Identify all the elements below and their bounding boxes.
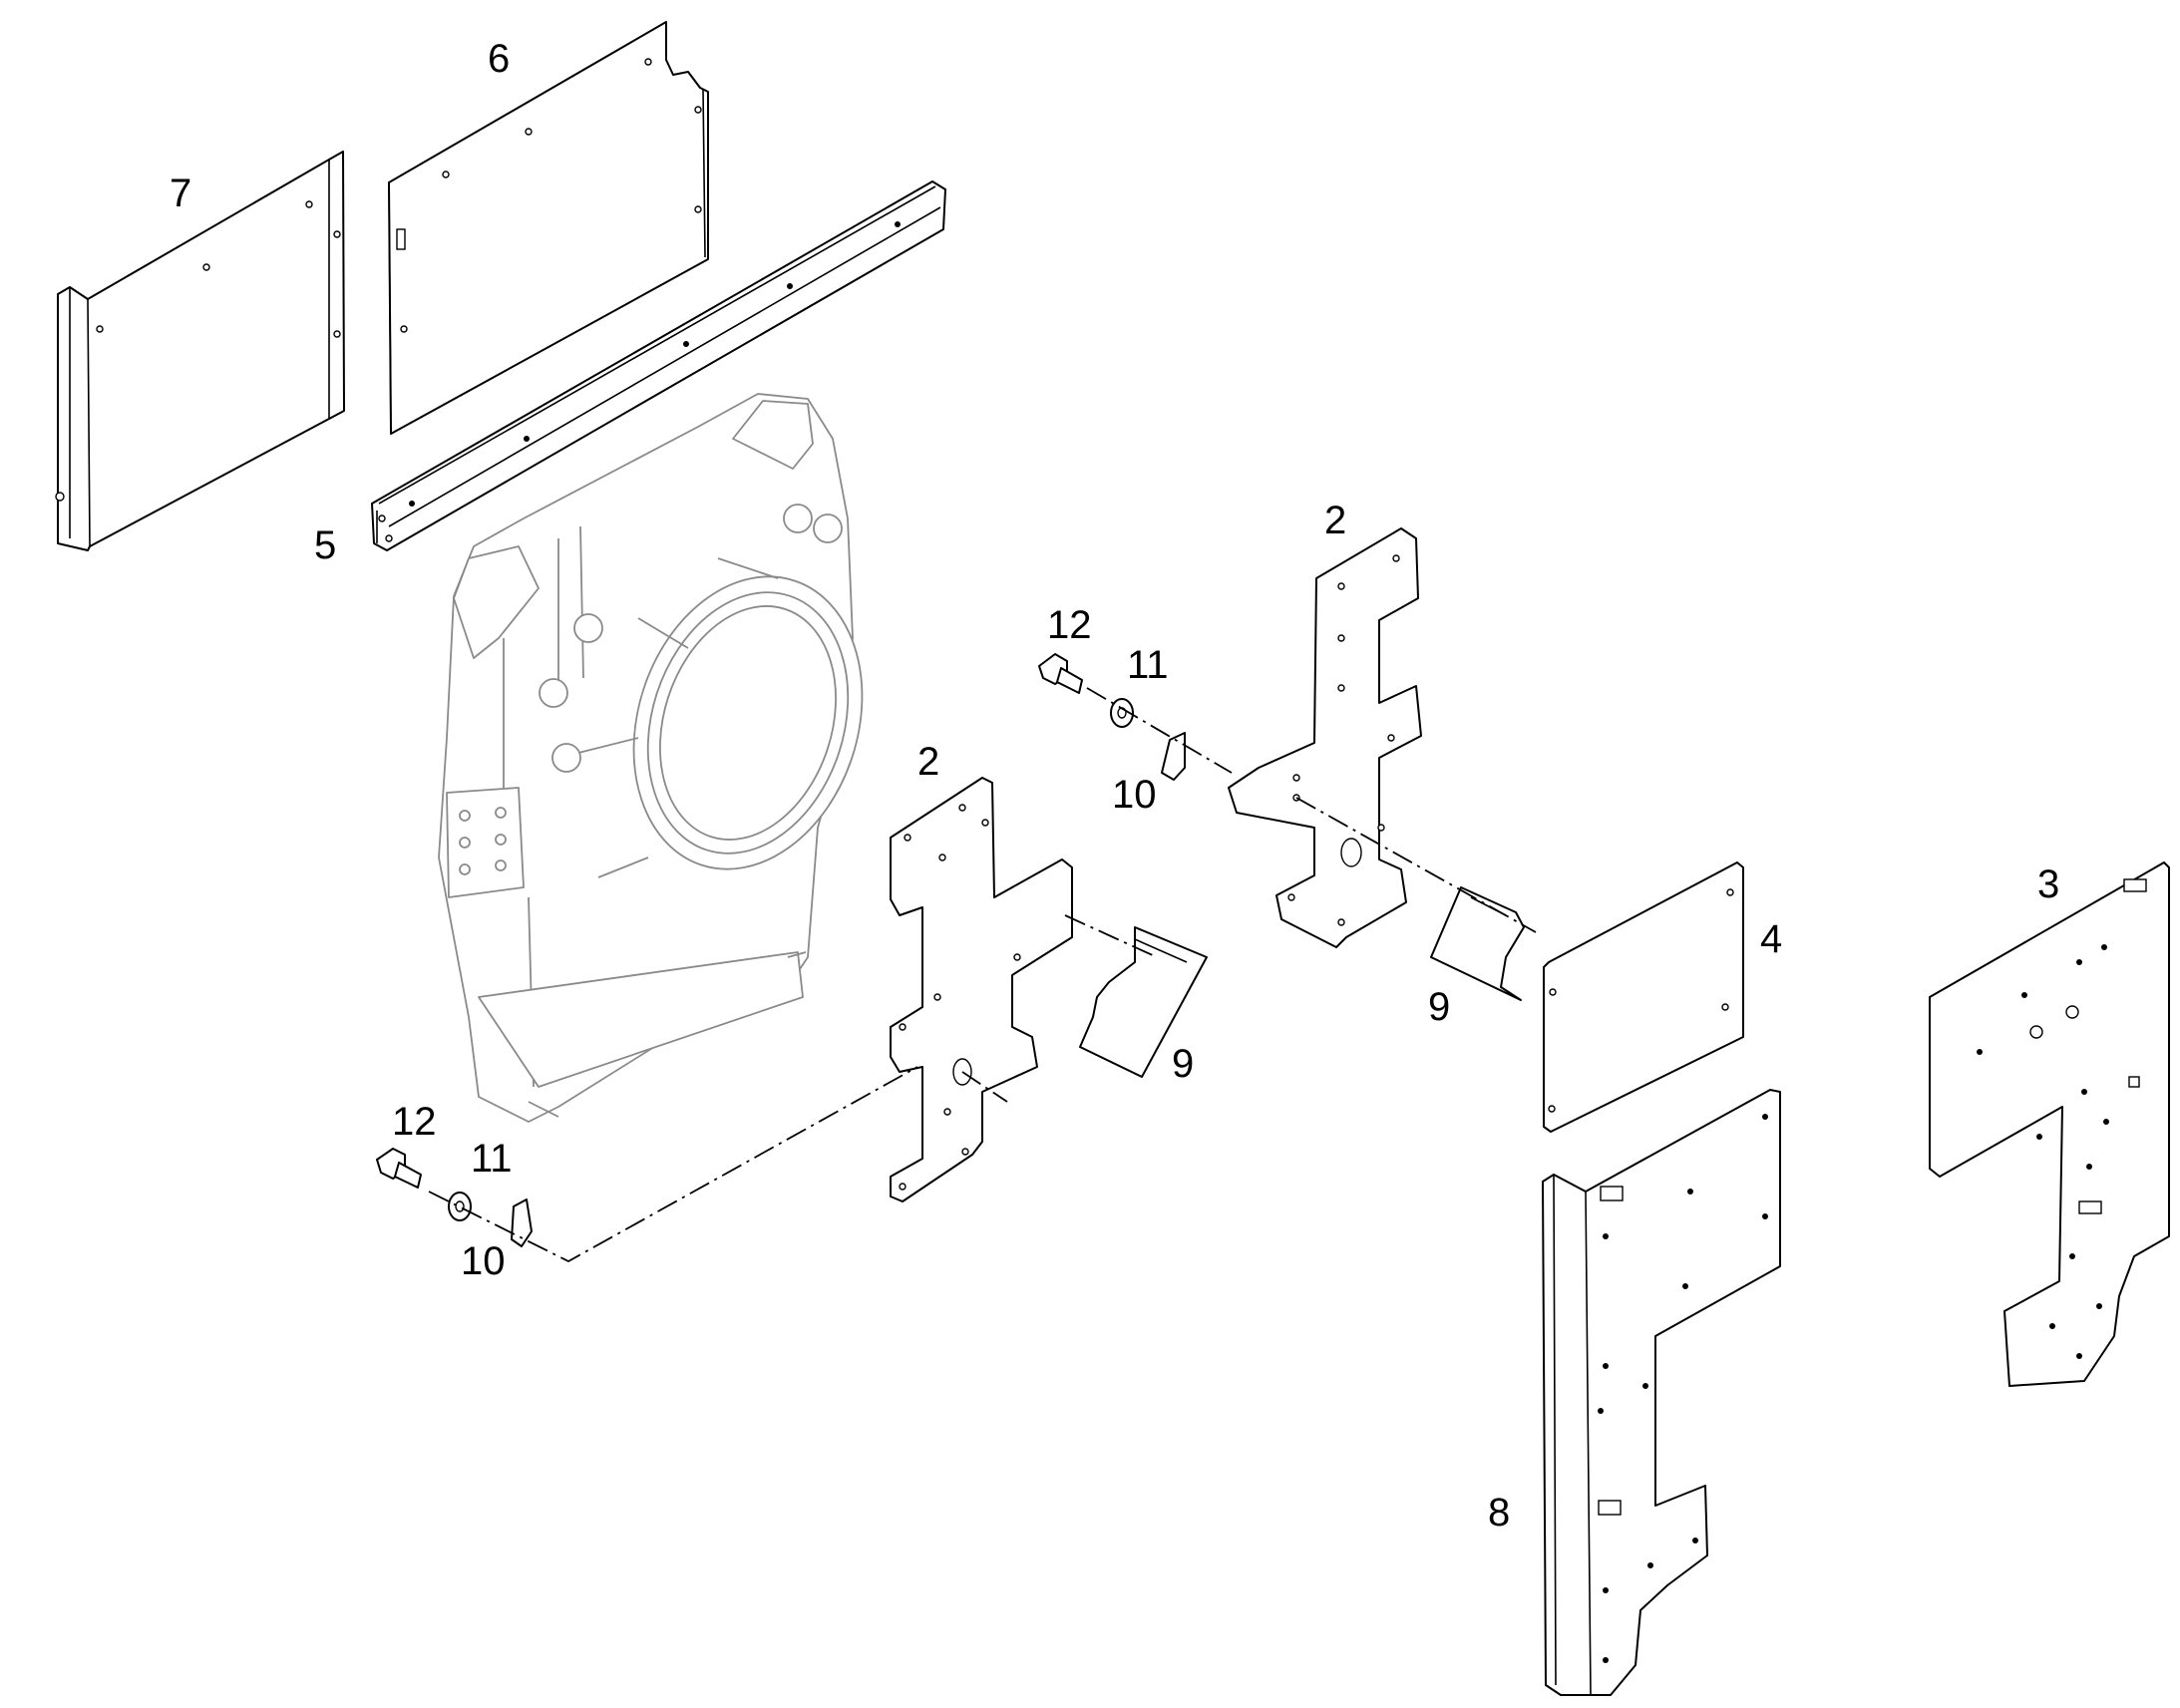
callout-10-upper: 10	[1112, 773, 1157, 817]
callout-10-lower: 10	[461, 1239, 506, 1283]
callout-6: 6	[488, 37, 510, 81]
callout-2-lower: 2	[917, 740, 939, 784]
callout-3: 3	[2037, 862, 2059, 906]
part-10-clip-lower	[511, 1198, 533, 1247]
callout-11-upper: 11	[1127, 643, 1169, 687]
part-4-cover-plate	[1543, 861, 1744, 1133]
part-6-top-panel	[388, 21, 709, 435]
part-12-bolt-lower	[376, 1148, 422, 1189]
housing-ghost	[438, 393, 864, 1123]
part-11-washer-lower	[448, 1192, 472, 1221]
part-9-upper-clip	[1430, 886, 1525, 1001]
callout-12-upper: 12	[1047, 603, 1092, 647]
callout-7: 7	[170, 171, 191, 215]
callout-9-lower: 9	[1172, 1042, 1194, 1086]
callout-12-lower: 12	[392, 1100, 437, 1144]
part-3-rear-bracket	[1929, 861, 2170, 1387]
part-2-lower-bracket	[890, 777, 1073, 1202]
hardware-group-upper	[1038, 653, 1186, 781]
callout-5: 5	[314, 523, 336, 567]
part-7-side-panel	[55, 151, 345, 551]
callout-8: 8	[1488, 1491, 1510, 1535]
leader-lines	[428, 687, 1537, 1263]
callout-9-upper: 9	[1428, 985, 1450, 1029]
callout-4: 4	[1760, 917, 1782, 961]
hardware-group-lower	[376, 1148, 533, 1247]
callout-11-lower: 11	[471, 1137, 513, 1181]
part-9-lower-clip	[1079, 926, 1208, 1078]
part-8-front-bracket	[1542, 1089, 1781, 1696]
part-10-clip-upper	[1161, 732, 1186, 781]
part-12-bolt-upper	[1038, 653, 1083, 694]
callout-2-upper: 2	[1324, 499, 1346, 542]
callout-labels: 7 6 5 2 2 12 11 10 9 9 4 3 12 11 10 8	[170, 37, 2059, 1535]
part-5-channel-rail	[371, 180, 946, 551]
part-2-upper-bracket	[1228, 527, 1422, 948]
